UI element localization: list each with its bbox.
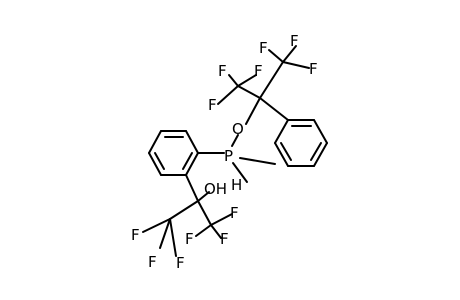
atom-o-ring: O	[232, 120, 244, 138]
atom-oh: OH	[204, 180, 227, 198]
bond-cf3r-f-a	[210, 213, 233, 226]
bond-cf3a-f-a	[217, 85, 239, 105]
atom-f12: F	[176, 254, 185, 272]
bonds	[142, 45, 328, 257]
bond-cq-cf3-right	[197, 200, 212, 226]
bond-ring2-e	[274, 142, 289, 167]
bond-ring1-double-c	[154, 152, 165, 170]
atom-labels: F F F F F F O P H OH F F F F F F	[131, 32, 318, 272]
bond-cf3l-f-a	[142, 218, 171, 233]
bond-ring2-b	[313, 119, 328, 144]
bond-cf3a-f-c	[237, 74, 257, 87]
atom-f6: F	[208, 96, 217, 114]
bond-cq-cf3-left	[169, 200, 199, 220]
bond-ring1-cq	[185, 174, 199, 202]
bond-ring2-f	[274, 119, 289, 144]
atom-h: H	[231, 176, 242, 194]
bond-cf3b-f-b	[282, 45, 297, 63]
bond-c-ring2	[259, 97, 289, 121]
bond-cf3b-f-a	[268, 49, 284, 63]
bond-ring2-double-b	[310, 142, 322, 161]
bond-ring1-f	[148, 130, 162, 154]
bond-p-o	[231, 134, 239, 147]
bond-ring1-c	[185, 152, 199, 176]
atom-f4: F	[218, 62, 227, 80]
atom-f9: F	[185, 230, 194, 248]
bond-c-oh	[197, 191, 210, 202]
bond-cf3a-f-b	[228, 74, 239, 87]
atom-f3: F	[309, 60, 318, 78]
atom-f1: F	[259, 39, 268, 57]
atom-f2: F	[290, 32, 299, 50]
bond-ring2-double-c	[280, 142, 292, 161]
atom-f7: F	[230, 204, 239, 222]
bond-cf3r-f-c	[195, 224, 212, 237]
atom-f10: F	[131, 226, 140, 244]
bond-ring1-b	[185, 130, 199, 154]
bond-o-c	[245, 97, 261, 125]
bond-cf3b-f-c	[282, 61, 310, 69]
bond-cf3l-f-b	[159, 218, 171, 249]
atom-f8: F	[220, 230, 229, 248]
bond-p-ring2	[239, 157, 276, 165]
bond-c-cf3-b	[259, 61, 284, 99]
atom-f11: F	[148, 253, 157, 271]
bond-p-methyl	[232, 162, 248, 183]
atom-f5: F	[254, 62, 263, 80]
bond-cf3l-f-c	[169, 218, 177, 257]
bond-ring1-double-b	[182, 152, 193, 170]
bond-c-cf3-a	[237, 85, 261, 99]
bond-cf3r-f-b	[210, 224, 222, 239]
bond-ring2-c	[313, 142, 328, 167]
atom-p: P	[224, 147, 233, 165]
bond-ring1-e	[148, 152, 162, 176]
